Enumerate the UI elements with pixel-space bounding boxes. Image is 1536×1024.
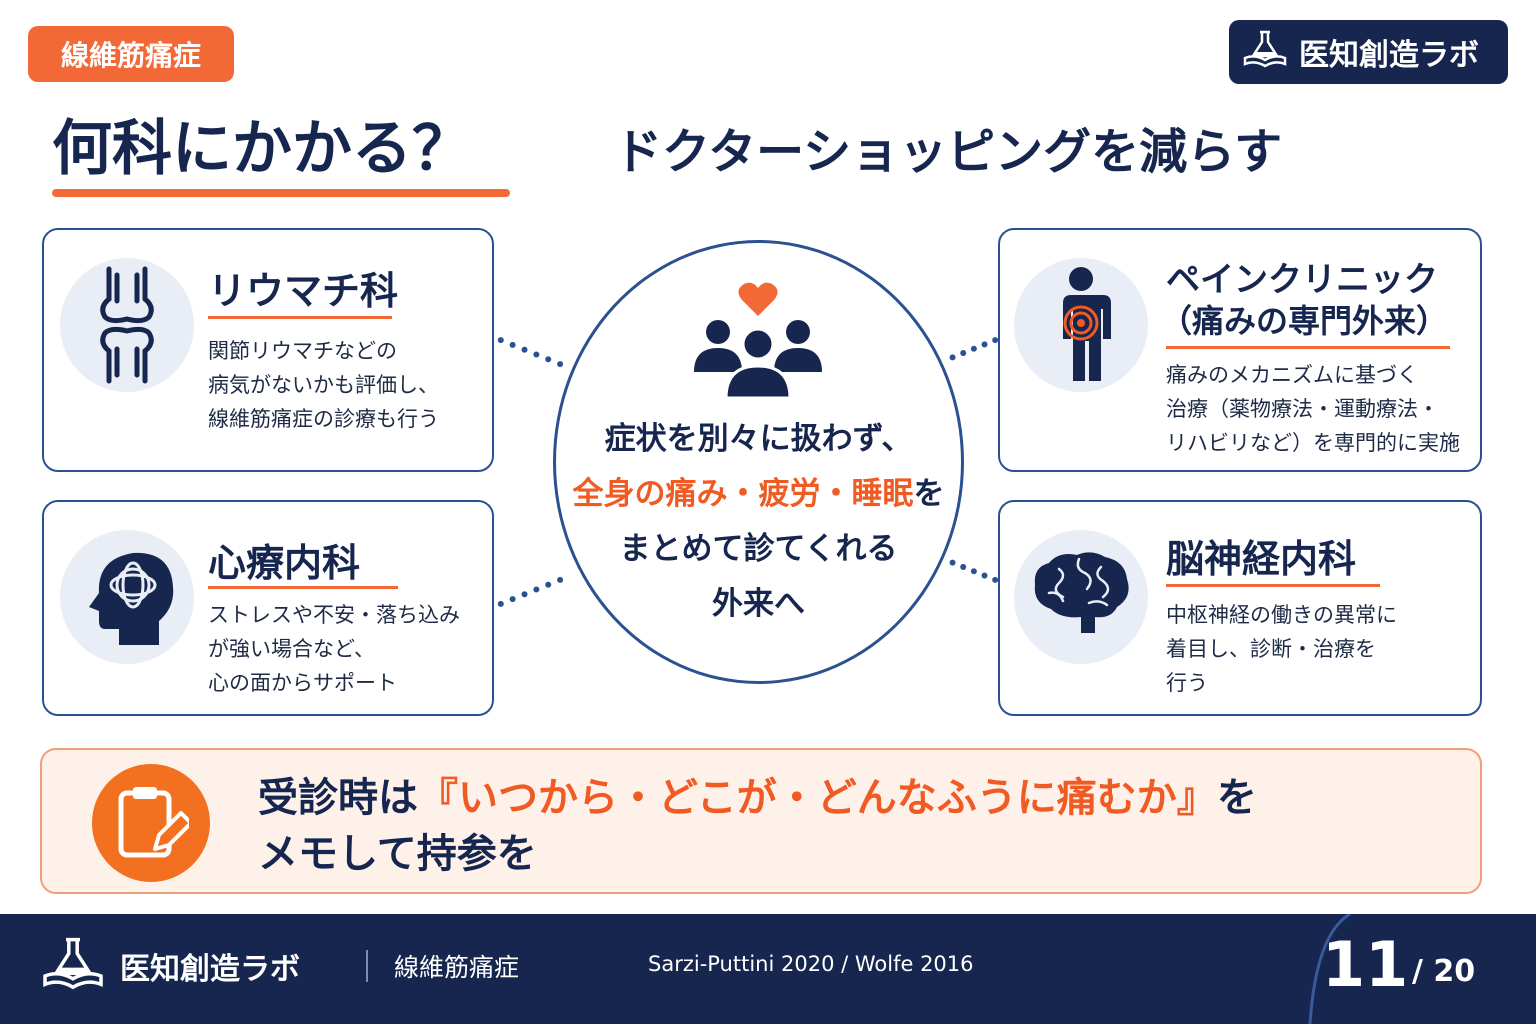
card-text-psychosomatic: ストレスや不安・落ち込み が強い場合など、 心の面からサポート bbox=[208, 603, 460, 695]
connector-dots bbox=[496, 336, 565, 369]
memo-message: 受診時は『いつから・どこが・どんなふうに痛むか』を メモして持参を bbox=[258, 770, 1257, 882]
brand-badge: 医知創造ラボ bbox=[1229, 20, 1508, 84]
category-tag: 線維筋痛症 bbox=[28, 26, 234, 82]
brand-name: 医知創造ラボ bbox=[1299, 38, 1479, 73]
footer-brand: 医知創造ラボ bbox=[40, 934, 300, 998]
center-line-1: 症状を別々に扱わず、 bbox=[604, 421, 913, 457]
title-underline bbox=[52, 189, 510, 197]
joint-icon bbox=[60, 258, 194, 392]
center-line-4: 外来へ bbox=[712, 586, 805, 622]
memo-line-1: 受診時は『いつから・どこが・どんなふうに痛むか』を bbox=[258, 770, 1257, 826]
center-line-2: 全身の痛み・疲労・睡眠を bbox=[553, 467, 964, 522]
brain-icon bbox=[1014, 530, 1148, 664]
flask-book-icon bbox=[40, 934, 106, 998]
page-total: / 20 bbox=[1412, 954, 1476, 989]
page-number: 11 bbox=[1322, 928, 1409, 1001]
page-title: 何科にかかる？ bbox=[52, 114, 472, 184]
footer-category: 線維筋痛症 bbox=[394, 953, 520, 982]
center-line-2-rest: を bbox=[913, 476, 945, 512]
card-text-pain-clinic: 痛みのメカニズムに基づく 治療（薬物療法・運動療法・ リハビリなど）を専門的に実… bbox=[1166, 363, 1460, 455]
footer-bar bbox=[0, 914, 1536, 1024]
card-title-neurology: 脳神経内科 bbox=[1166, 537, 1357, 581]
people-heart-icon bbox=[688, 282, 828, 404]
center-line-3: まとめて診てくれる bbox=[619, 531, 898, 567]
head-mind-icon bbox=[60, 530, 194, 664]
connector-dots bbox=[948, 336, 1000, 362]
card-title-rheumatology: リウマチ科 bbox=[208, 269, 399, 313]
clipboard-pen-icon bbox=[92, 764, 210, 882]
flask-book-icon bbox=[1243, 28, 1287, 76]
memo-box bbox=[40, 748, 1482, 894]
card-text-neurology: 中枢神経の働きの異常に 着目し、診断・治療を 行う bbox=[1166, 603, 1397, 695]
memo-highlight: 『いつから・どこが・どんなふうに痛むか』 bbox=[418, 775, 1217, 821]
footer-reference: Sarzi-Puttini 2020 / Wolfe 2016 bbox=[648, 952, 974, 976]
card-underline bbox=[1166, 346, 1450, 349]
card-underline bbox=[208, 586, 398, 589]
body-pain-icon bbox=[1014, 258, 1148, 392]
memo-start: 受診時は bbox=[258, 775, 418, 821]
memo-end: を bbox=[1216, 775, 1257, 821]
footer-brand-name: 医知創造ラボ bbox=[120, 952, 300, 987]
card-underline bbox=[208, 316, 392, 319]
card-underline bbox=[1166, 584, 1380, 587]
card-text-rheumatology: 関節リウマチなどの 病気がないかも評価し、 線維筋痛症の診療も行う bbox=[208, 339, 439, 431]
memo-line-2: メモして持参を bbox=[258, 831, 537, 877]
center-highlight: 全身の痛み・疲労・睡眠 bbox=[572, 476, 914, 512]
card-title-psychosomatic: 心療内科 bbox=[208, 541, 361, 585]
footer-divider-shape bbox=[1308, 914, 1351, 1024]
card-title-pain-clinic: ペインクリニック bbox=[1166, 260, 1438, 300]
card-subtitle-pain-clinic: （痛みの専門外来） bbox=[1160, 302, 1449, 340]
page-subtitle: ドクターショッピングを減らす bbox=[614, 124, 1283, 180]
footer-separator bbox=[366, 950, 368, 982]
